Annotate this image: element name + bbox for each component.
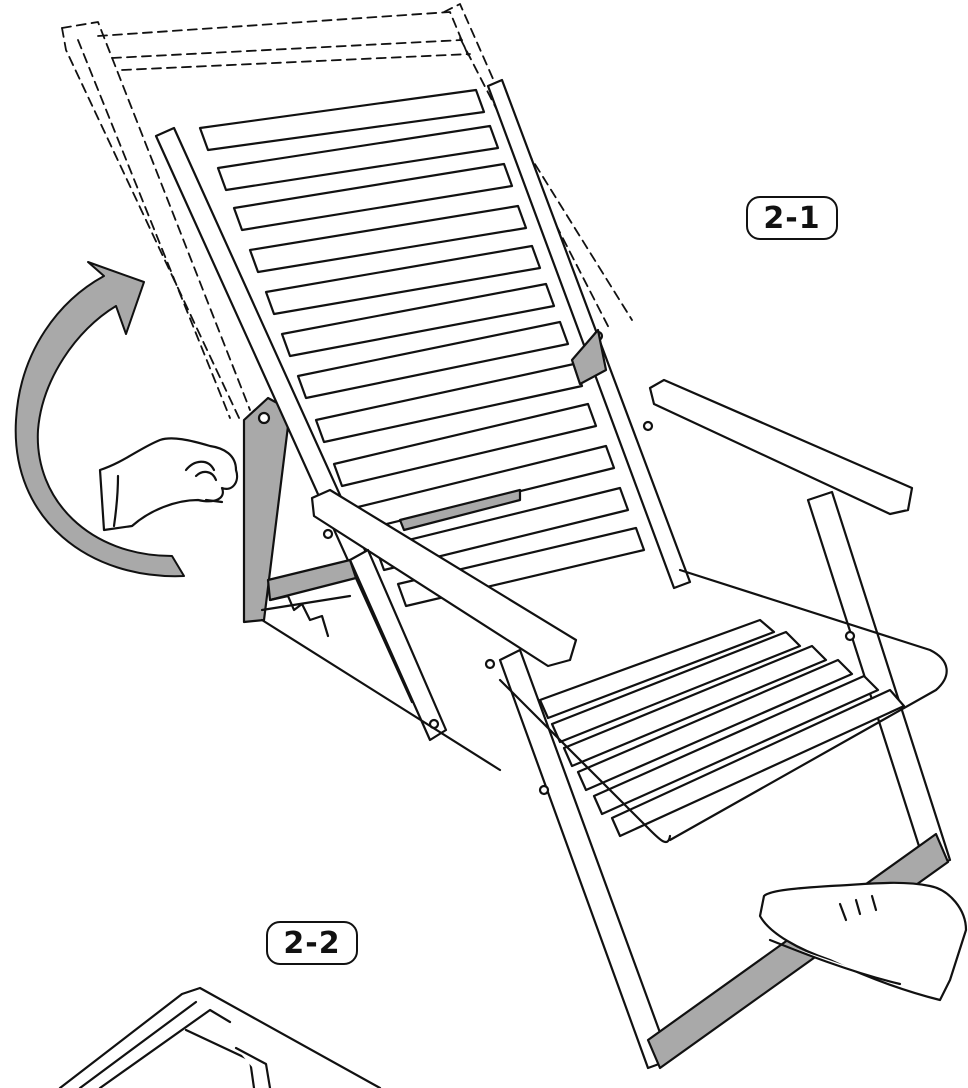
- armrest-right: [648, 378, 914, 528]
- front-leg-right: [806, 490, 952, 870]
- rear-leg-left: [242, 396, 292, 624]
- step-badge-2-2: 2-2: [266, 921, 358, 965]
- seat-slats: [538, 618, 906, 838]
- backrest-shading: [398, 328, 608, 532]
- step-badge-2-1: 2-1: [746, 196, 838, 240]
- backrest-slats: [198, 88, 646, 608]
- rear-crossbar: [260, 558, 502, 772]
- armrest-left: [310, 488, 578, 670]
- step-label: 2-2: [283, 925, 341, 961]
- shoe-icon: [758, 881, 968, 1002]
- detail-2-2-illustration: [58, 986, 382, 1088]
- seat-frame: [498, 568, 948, 844]
- step-label: 2-1: [763, 200, 821, 236]
- hand-icon: [98, 437, 239, 532]
- support-leg-left: [348, 548, 448, 742]
- rotation-arrow-icon: [14, 261, 185, 578]
